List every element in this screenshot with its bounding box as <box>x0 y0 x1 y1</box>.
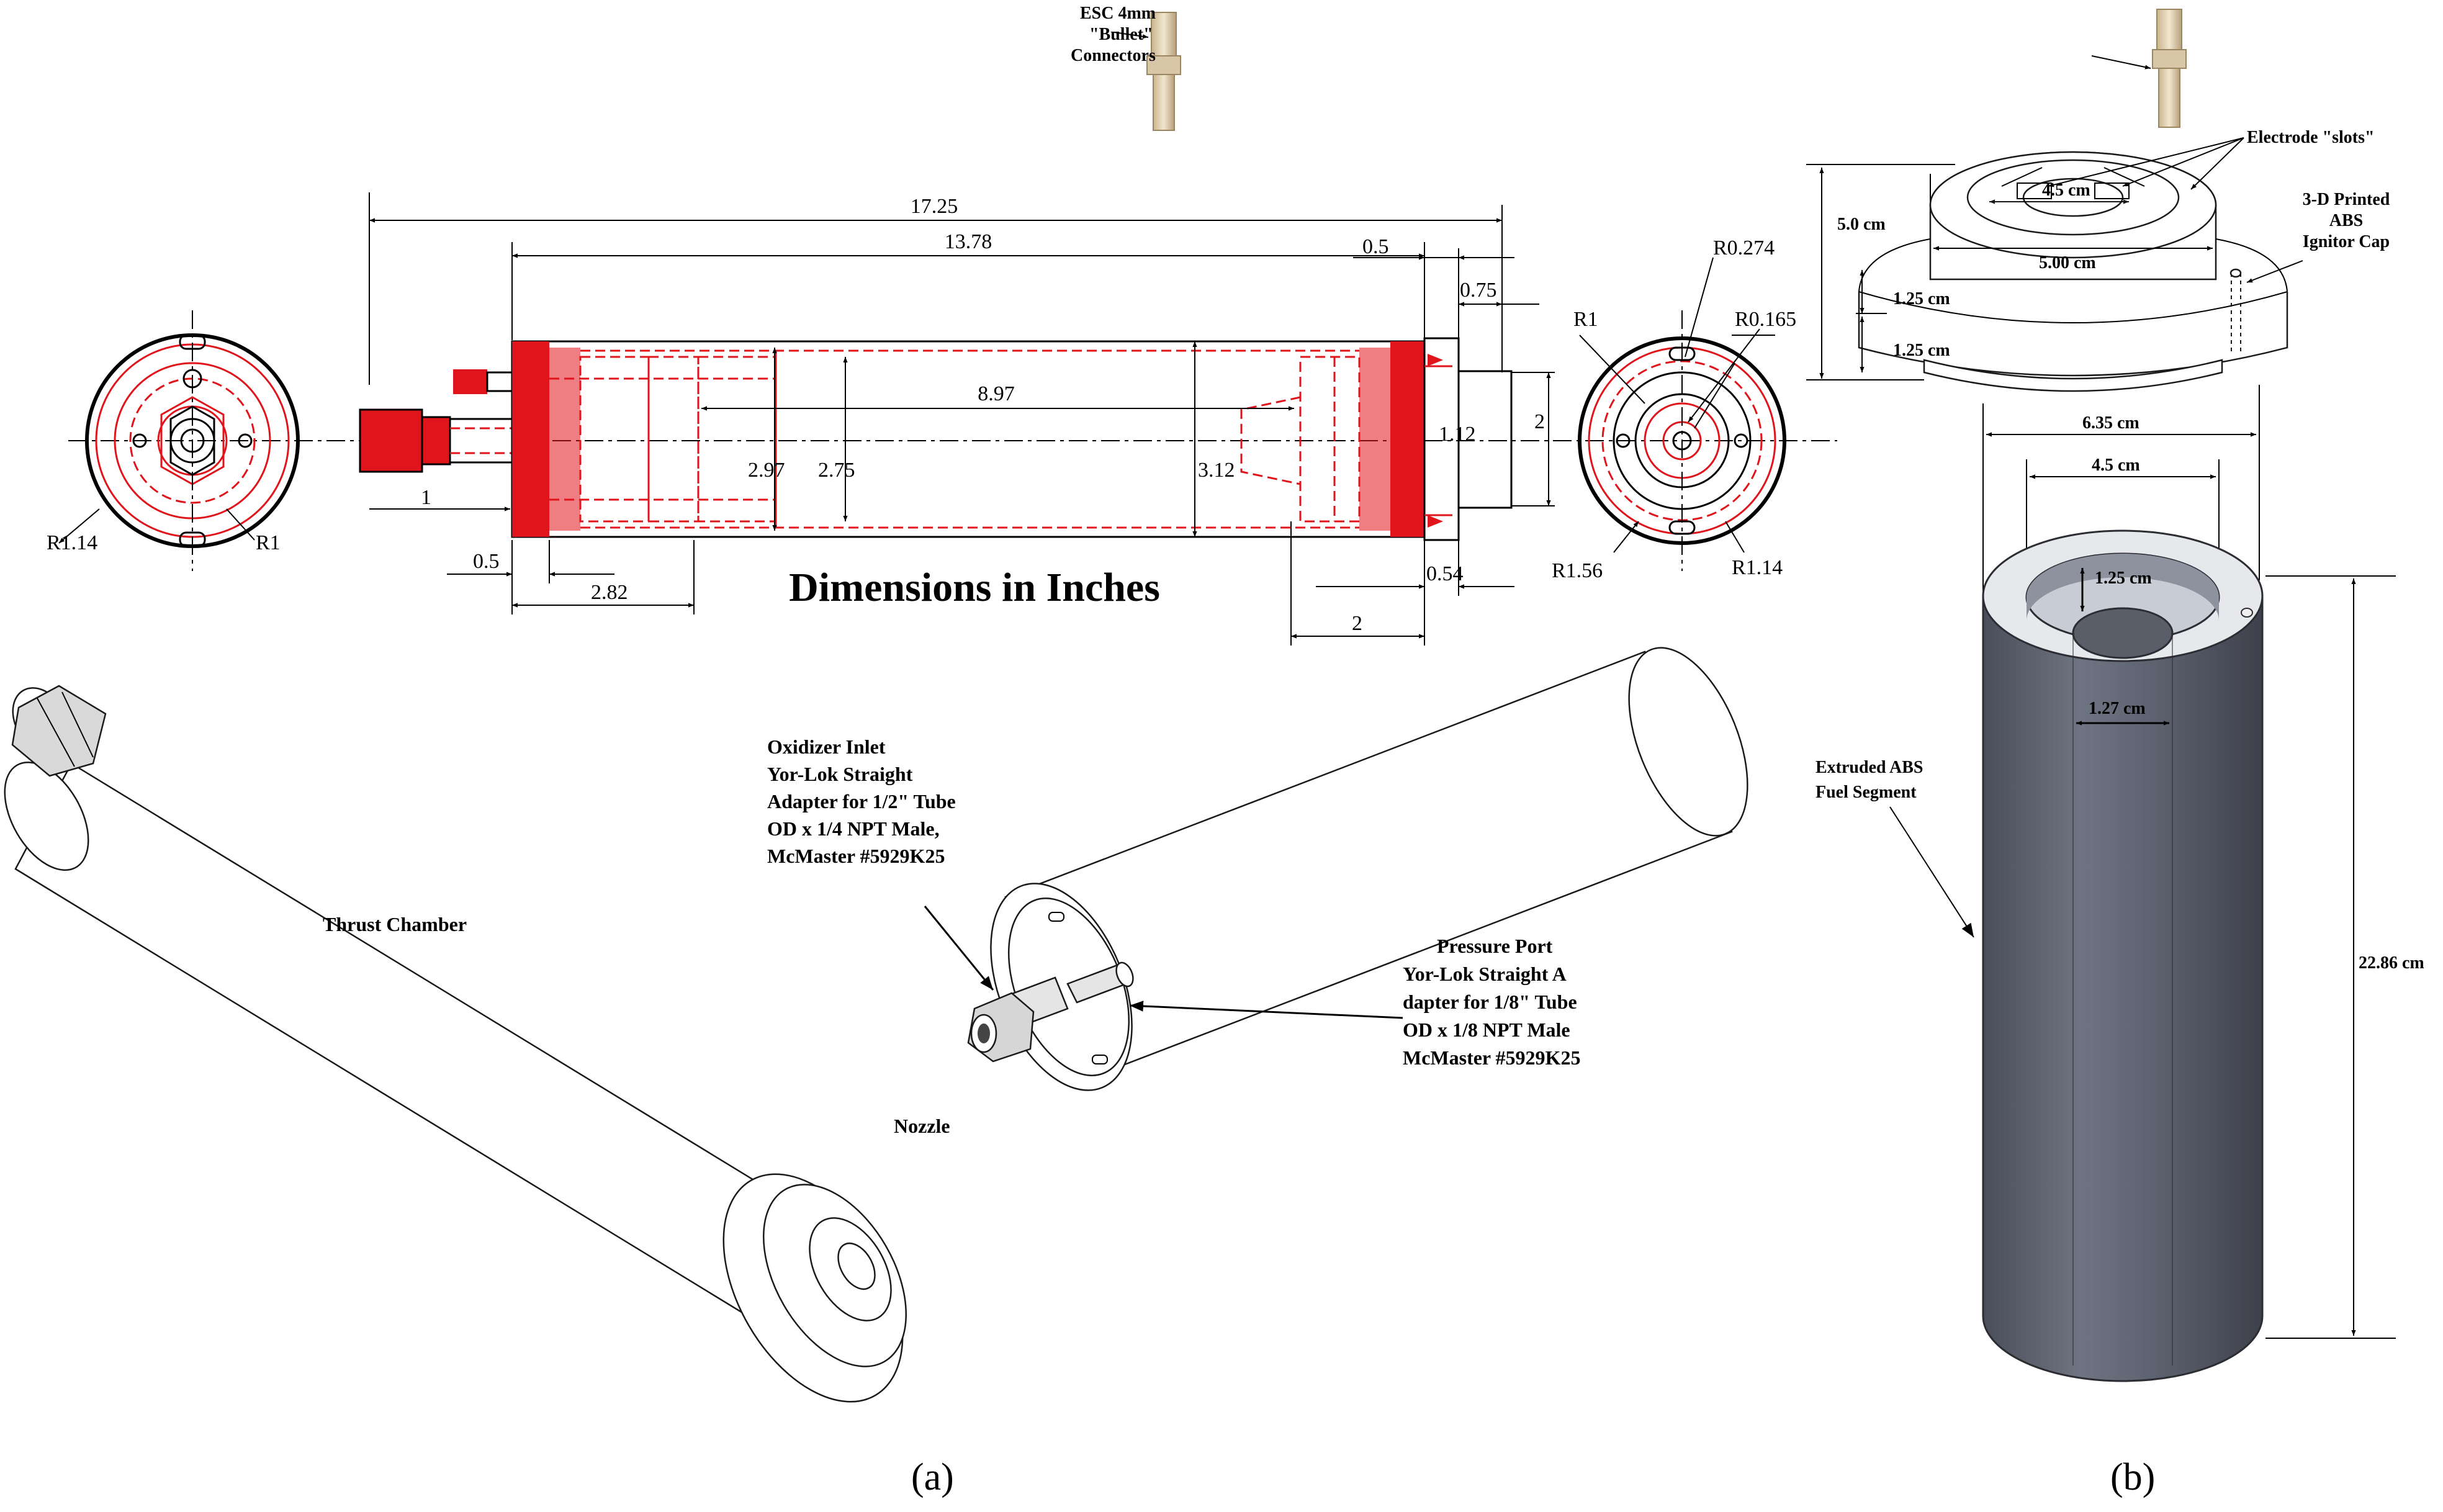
dim-05-bottom: 0.5 <box>473 550 500 573</box>
oxidizer-inlet-fitting-iso <box>967 976 1069 1063</box>
label-thrust-chamber: Thrust Chamber <box>323 913 467 935</box>
svg-text:Pressure Port: Pressure Port <box>1437 935 1553 957</box>
dim-r114-left: R1.14 <box>47 531 97 554</box>
svg-text:ESC 4mm: ESC 4mm <box>1080 4 1156 23</box>
svg-text:"Bullet": "Bullet" <box>1089 25 1153 44</box>
panel-a-label: (a) <box>911 1456 954 1498</box>
dim-cap-inner: 5.00 cm <box>2039 253 2096 272</box>
panel-b-label: (b) <box>2110 1456 2155 1498</box>
dim-r0274: R0.274 <box>1713 236 1775 259</box>
dim-port-dia: 1.27 cm <box>2089 699 2146 718</box>
dim-body-length: 13.78 <box>945 230 992 253</box>
motor-body-section <box>511 337 1513 541</box>
drawing-title: Dimensions in Inches <box>789 565 1160 610</box>
fuel-segment: 6.35 cm 4.5 cm <box>1982 385 2264 1382</box>
isometric-thrust-chamber <box>4 685 907 1403</box>
svg-text:Extruded ABS: Extruded ABS <box>1815 758 1923 777</box>
dim-inner-dia: 4.5 cm <box>2092 456 2140 475</box>
inlet-fitting-iso <box>11 685 107 777</box>
callout-oxidizer-inlet: Oxidizer Inlet Yor-Lok Straight Adapter … <box>767 736 956 867</box>
dim-step1: 1.25 cm <box>1893 289 1950 308</box>
dim-054: 0.54 <box>1426 562 1464 585</box>
svg-text:Connectors: Connectors <box>1071 46 1156 65</box>
dim-slot-width: 4.5 cm <box>2042 181 2090 200</box>
panel-b-ignitor-cap <box>1146 9 2288 392</box>
label-nozzle: Nozzle <box>894 1115 950 1137</box>
dim-recess: 1.25 cm <box>2095 569 2152 588</box>
pressure-port-fitting-iso <box>1066 961 1134 1004</box>
dim-r1-right: R1 <box>1573 308 1598 331</box>
dim-r156: R1.56 <box>1552 559 1603 582</box>
dim-nozzle-length: 0.75 <box>1460 279 1497 302</box>
dim-282: 2.82 <box>591 581 628 604</box>
bullet-connector-left <box>1146 12 1181 131</box>
dim-r114-right: R1.14 <box>1732 556 1783 579</box>
svg-text:OD x 1/8 NPT Male: OD x 1/8 NPT Male <box>1403 1019 1570 1041</box>
right-end-view <box>1578 310 1786 571</box>
dim-312: 3.12 <box>1198 459 1235 482</box>
dim-112: 1.12 <box>1439 423 1476 446</box>
svg-text:McMaster #5929K25: McMaster #5929K25 <box>767 845 945 867</box>
svg-text:dapter for 1/8" Tube: dapter for 1/8" Tube <box>1403 991 1577 1013</box>
callout-pressure-port: Pressure Port Yor-Lok Straight A dapter … <box>1403 935 1580 1069</box>
isometric-injector-end <box>967 647 1748 1091</box>
svg-text:3-D Printed: 3-D Printed <box>2303 190 2390 209</box>
dim-297: 2.97 <box>748 459 785 482</box>
callout-ignitor-cap: 3-D Printed ABS Ignitor Cap <box>2303 190 2390 251</box>
svg-text:ABS: ABS <box>2329 211 2363 230</box>
svg-text:Yor-Lok Straight A: Yor-Lok Straight A <box>1403 963 1567 985</box>
bullet-connector-right <box>2152 9 2187 128</box>
dim-2-bottom: 2 <box>1352 612 1362 635</box>
label-electrode-slots: Electrode "slots" <box>2247 128 2375 147</box>
dim-overall-length: 17.25 <box>911 195 958 218</box>
left-end-view <box>58 310 300 571</box>
callout-esc-connectors: ESC 4mm "Bullet" Connectors <box>1071 4 1156 65</box>
svg-text:Adapter for 1/2" Tube: Adapter for 1/2" Tube <box>767 790 956 812</box>
callout-fuel-segment: Extruded ABS Fuel Segment <box>1815 758 1923 802</box>
svg-text:Ignitor Cap: Ignitor Cap <box>2303 232 2390 251</box>
svg-text:McMaster #5929K25: McMaster #5929K25 <box>1403 1046 1580 1069</box>
svg-text:Oxidizer Inlet: Oxidizer Inlet <box>767 736 886 758</box>
dim-outer-dia: 6.35 cm <box>2082 413 2139 433</box>
dim-r1-left: R1 <box>256 531 281 554</box>
dim-length: 22.86 cm <box>2359 953 2424 973</box>
dim-inner-length: 8.97 <box>978 382 1015 405</box>
dim-2-right: 2 <box>1534 410 1545 433</box>
dim-r0165: R0.165 <box>1735 308 1796 331</box>
dim-cap-height: 5.0 cm <box>1837 215 1886 234</box>
dim-step2: 1.25 cm <box>1893 341 1950 360</box>
dim-1: 1 <box>421 486 431 509</box>
svg-text:Yor-Lok Straight: Yor-Lok Straight <box>767 763 913 785</box>
dim-end-cap: 0.5 <box>1362 235 1389 258</box>
panel-a-drawing: R1.14 R1 <box>47 192 1837 646</box>
svg-text:OD x 1/4 NPT Male,: OD x 1/4 NPT Male, <box>767 817 940 840</box>
svg-text:Fuel Segment: Fuel Segment <box>1815 783 1917 802</box>
oxidizer-fitting-side-view <box>359 369 513 473</box>
dim-275: 2.75 <box>818 459 855 482</box>
